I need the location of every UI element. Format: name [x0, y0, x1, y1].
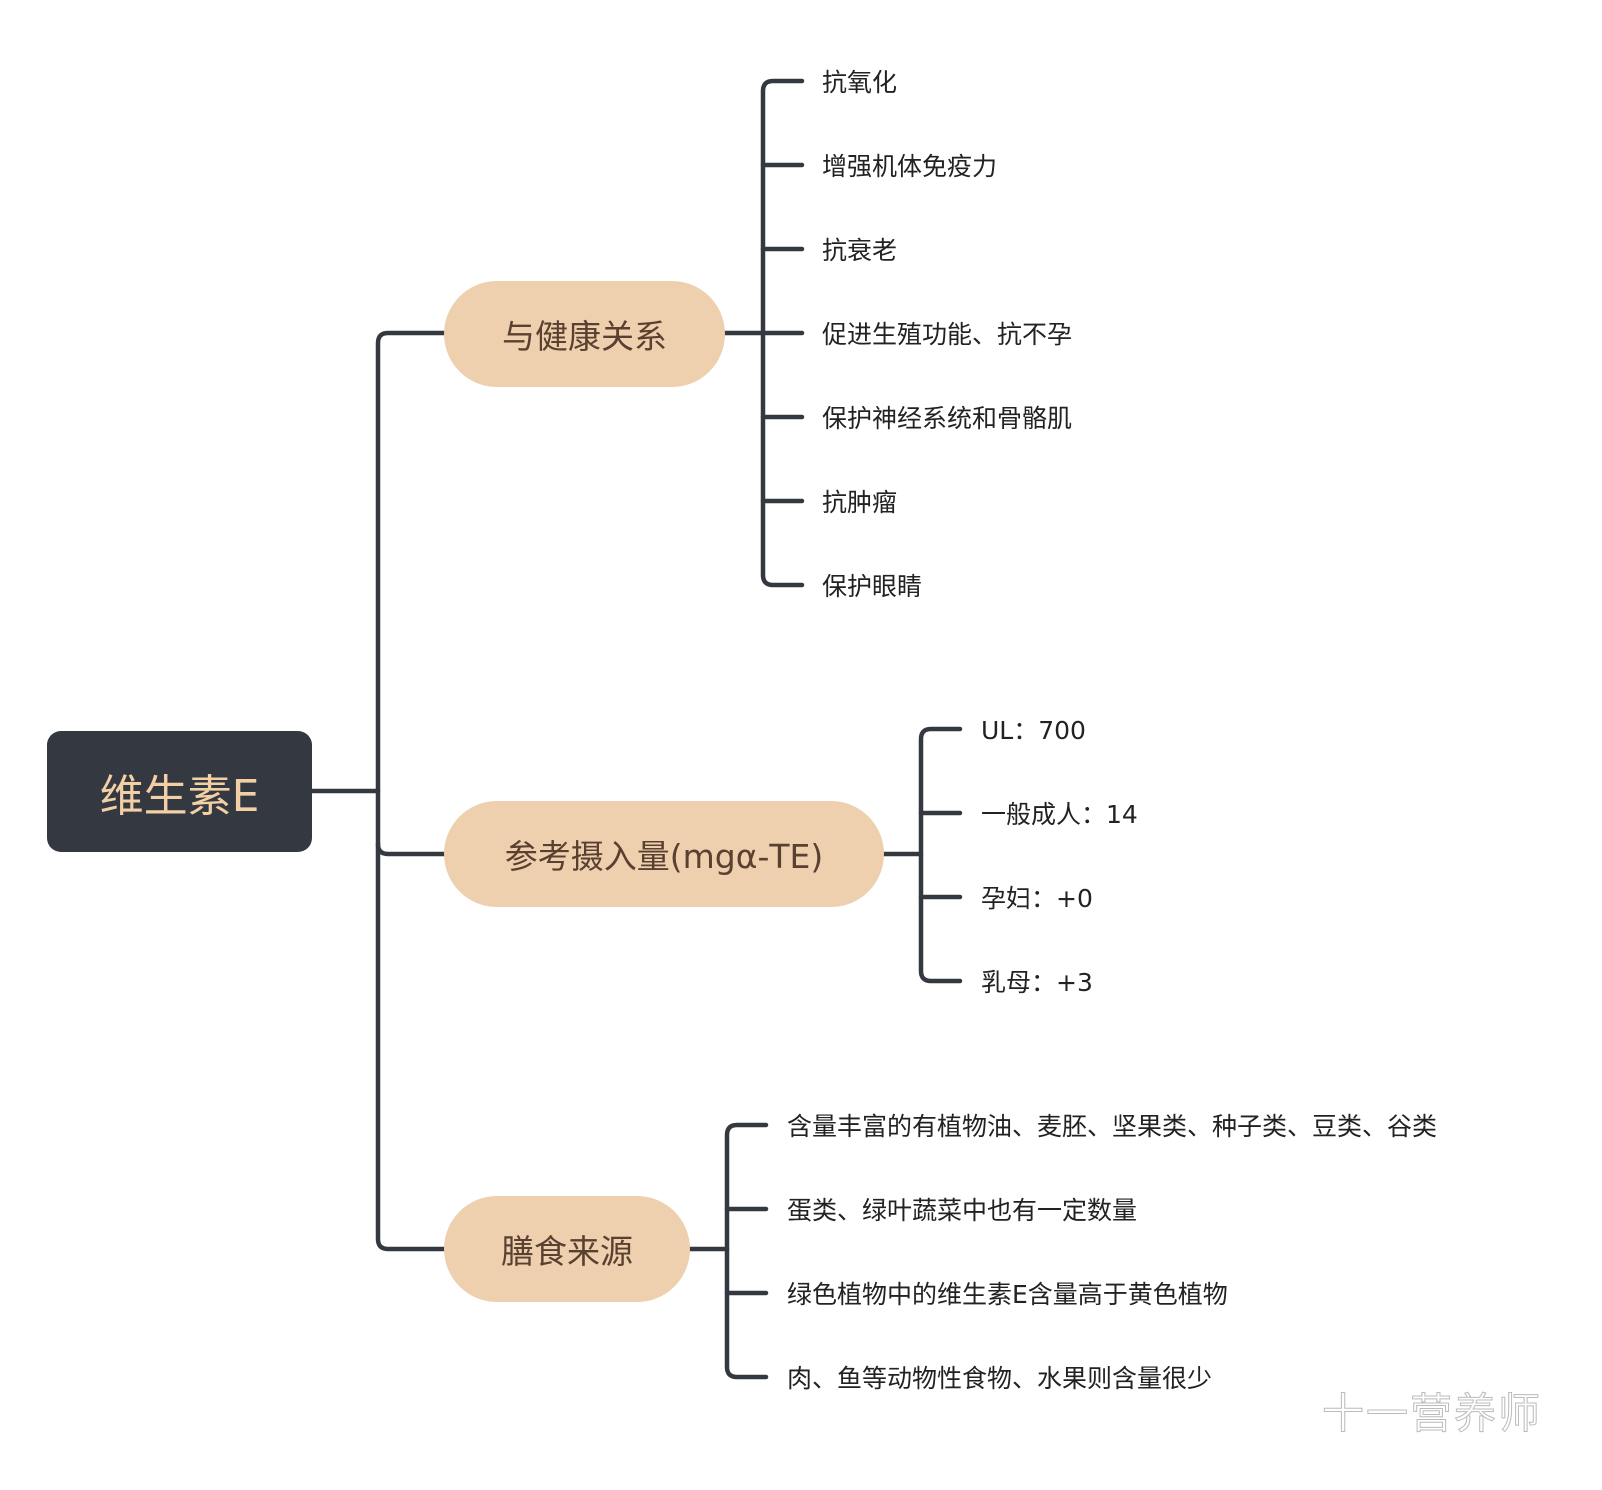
leaf-node[interactable]: 抗衰老: [822, 236, 898, 265]
watermark: 十一营养师: [1321, 1389, 1543, 1439]
leaf-node[interactable]: 肉、鱼等动物性食物、水果则含量很少: [787, 1364, 1213, 1393]
leaf-node[interactable]: 抗氧化: [822, 68, 898, 97]
leaf-node[interactable]: 绿色植物中的维生素E含量高于黄色植物: [787, 1280, 1228, 1309]
branch-health[interactable]: 与健康关系: [444, 281, 725, 387]
leaf-node[interactable]: 保护眼睛: [822, 572, 923, 601]
root-node[interactable]: 维生素E: [47, 731, 312, 852]
root-label: 维生素E: [99, 770, 260, 822]
branch-label: 与健康关系: [502, 317, 667, 356]
leaf-node[interactable]: 抗肿瘤: [822, 488, 898, 517]
leaf-node[interactable]: UL：700: [981, 716, 1086, 745]
leaf-node[interactable]: 蛋类、绿叶蔬菜中也有一定数量: [787, 1196, 1138, 1225]
branch-label: 膳食来源: [501, 1232, 633, 1271]
leaf-node[interactable]: 乳母：+3: [981, 968, 1093, 997]
branch-intake[interactable]: 参考摄入量(mgα-TE): [444, 801, 884, 907]
leaf-node[interactable]: 增强机体免疫力: [822, 152, 998, 181]
branch-label: 参考摄入量(mgα-TE): [504, 837, 824, 876]
leaf-node[interactable]: 保护神经系统和骨骼肌: [822, 404, 1073, 433]
leaf-node[interactable]: 一般成人：14: [981, 800, 1138, 829]
leaf-node[interactable]: 促进生殖功能、抗不孕: [822, 320, 1073, 349]
branch-sources[interactable]: 膳食来源: [444, 1196, 690, 1302]
leaf-node[interactable]: 含量丰富的有植物油、麦胚、坚果类、种子类、豆类、谷类: [787, 1112, 1438, 1141]
leaf-node[interactable]: 孕妇：+0: [981, 884, 1093, 913]
